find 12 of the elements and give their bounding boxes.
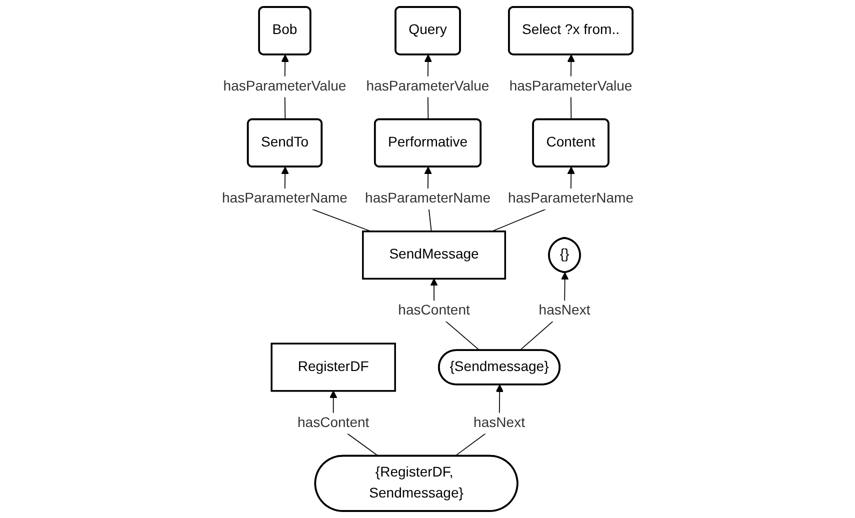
node-box: RegisterDF	[270, 342, 396, 392]
edge-label: hasParameterName	[222, 191, 348, 206]
edge-label: hasParameterValue	[366, 78, 489, 94]
edge-label: hasNext	[473, 415, 525, 430]
edge-label: hasParameterValue	[509, 78, 632, 94]
edge-label: hasParameterValue	[223, 78, 346, 94]
edge-label: hasContent	[398, 303, 470, 318]
edge-label: hasParameterName	[508, 191, 634, 206]
edge-label: hasNext	[538, 303, 590, 318]
edge-label: hasContent	[297, 415, 369, 430]
edge-label: hasParameterName	[364, 191, 490, 206]
node-box: SendMessage	[362, 230, 506, 280]
